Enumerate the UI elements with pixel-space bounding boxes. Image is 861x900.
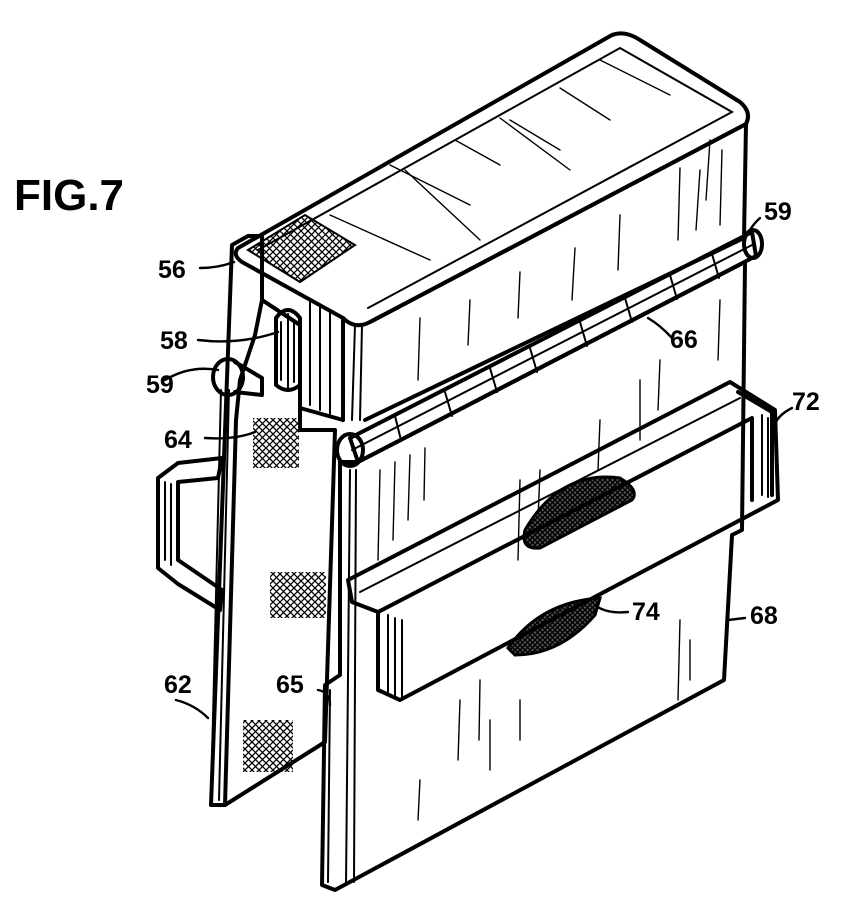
rear-panel [209,234,337,807]
rear-clip [156,456,224,612]
ref-74: 74 [632,598,660,626]
ref-68: 68 [750,602,778,630]
ref-62: 62 [164,671,192,699]
top-box [233,31,750,422]
ref-56: 56 [158,256,186,284]
ref-58: 58 [160,327,188,355]
figure-title: FIG.7 [14,171,124,220]
front-clip [346,380,780,702]
ref-59-right: 59 [764,198,792,226]
ref-72: 72 [792,388,820,416]
ref-59-left: 59 [146,371,174,399]
hinge [211,228,764,468]
ref-65: 65 [276,671,304,699]
reference-numerals: 56 58 59 64 62 65 66 59 72 74 68 [146,198,820,699]
ref-64: 64 [164,426,192,454]
leader-lines [163,216,794,720]
ref-66: 66 [670,326,698,354]
